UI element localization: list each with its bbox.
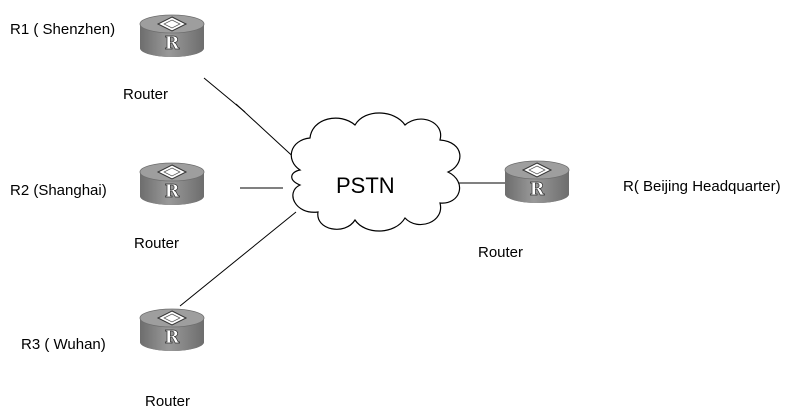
link-r1-seg2 bbox=[235, 103, 301, 164]
router-icon bbox=[139, 14, 205, 58]
pstn-label: PSTN bbox=[336, 173, 395, 198]
pstn-cloud bbox=[290, 112, 461, 232]
node-name-r1: R1 ( Shenzhen) bbox=[10, 21, 116, 38]
node-type-r2: Router bbox=[134, 235, 180, 252]
link-r3 bbox=[179, 211, 297, 307]
node-name-r3: R3 ( Wuhan) bbox=[21, 336, 106, 353]
node-type-r1: Router bbox=[123, 86, 169, 103]
links bbox=[179, 77, 505, 307]
node-type-hq: Router bbox=[478, 244, 524, 261]
router-icon bbox=[139, 308, 205, 352]
router-icon bbox=[139, 162, 205, 206]
node-name-r2: R2 (Shanghai) bbox=[10, 182, 107, 199]
node-name-hq: R( Beijing Headquarter) bbox=[623, 178, 781, 195]
node-type-r3: Router bbox=[145, 393, 191, 410]
router-icon bbox=[504, 160, 570, 204]
